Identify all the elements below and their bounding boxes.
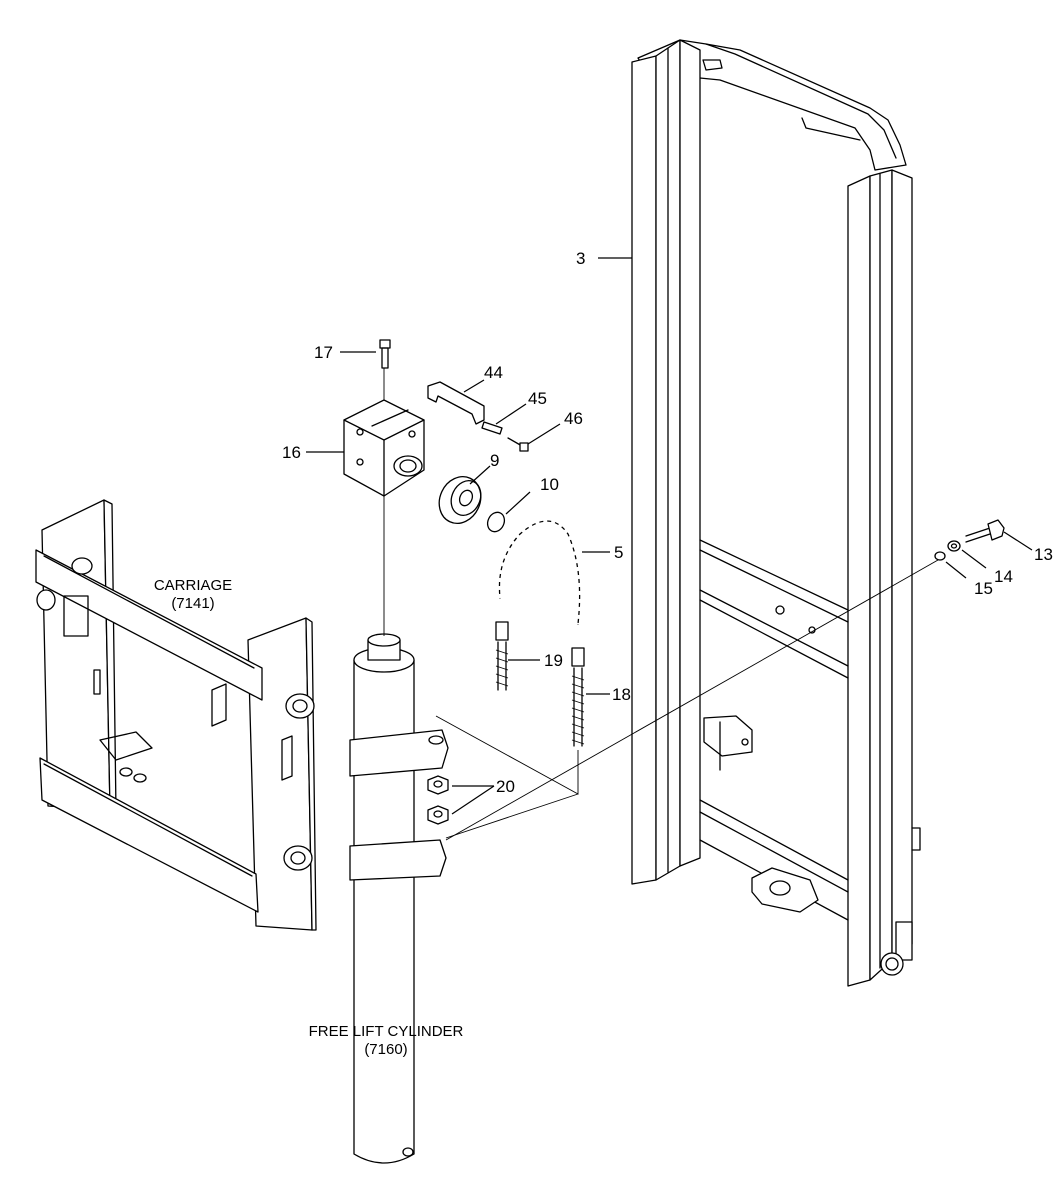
- free-lift-cylinder: [349, 633, 449, 1164]
- leader-lines: [306, 257, 1033, 815]
- part-label-19: 19: [544, 651, 563, 670]
- part-label-46: 46: [564, 409, 583, 428]
- carriage-code-label: (7141): [171, 595, 214, 612]
- nuts-20: [427, 775, 449, 825]
- part-label-44: 44: [484, 363, 503, 382]
- part-label-45: 45: [528, 389, 547, 408]
- part-label-13: 13: [1034, 545, 1053, 564]
- bolt-46: [507, 437, 529, 452]
- part-label-20: 20: [496, 777, 515, 796]
- pulley-bracket: [343, 399, 425, 497]
- cylinder-code-label: (7160): [364, 1041, 407, 1058]
- bolt-13-assembly: [934, 519, 1005, 561]
- sheave-9: [438, 476, 482, 524]
- part-label-9: 9: [490, 451, 499, 470]
- bolt-17: [379, 339, 391, 369]
- snap-ring-10: [486, 511, 506, 533]
- pin-45: [481, 421, 503, 435]
- carriage-assembly: [35, 499, 317, 931]
- part-label-15: 15: [974, 579, 993, 598]
- assembly-labels: CARRIAGE (7141) FREE LIFT CYLINDER (7160…: [154, 577, 464, 1058]
- part-numbers: 3 17 44 45 46 16 9 10 5 13 14 15 19 18 2…: [282, 249, 1053, 796]
- cylinder-label: FREE LIFT CYLINDER: [309, 1023, 464, 1040]
- part-label-14: 14: [994, 567, 1013, 586]
- part-label-17: 17: [314, 343, 333, 362]
- assembly-lines: [383, 368, 939, 841]
- lift-chain: [495, 518, 585, 747]
- part-label-10: 10: [540, 475, 559, 494]
- part-label-16: 16: [282, 443, 301, 462]
- carriage-label: CARRIAGE: [154, 577, 232, 594]
- part-label-5: 5: [614, 543, 623, 562]
- part-label-18: 18: [612, 685, 631, 704]
- part-label-3: 3: [576, 249, 585, 268]
- bracket-44: [427, 381, 485, 425]
- mast-frame: [631, 39, 921, 987]
